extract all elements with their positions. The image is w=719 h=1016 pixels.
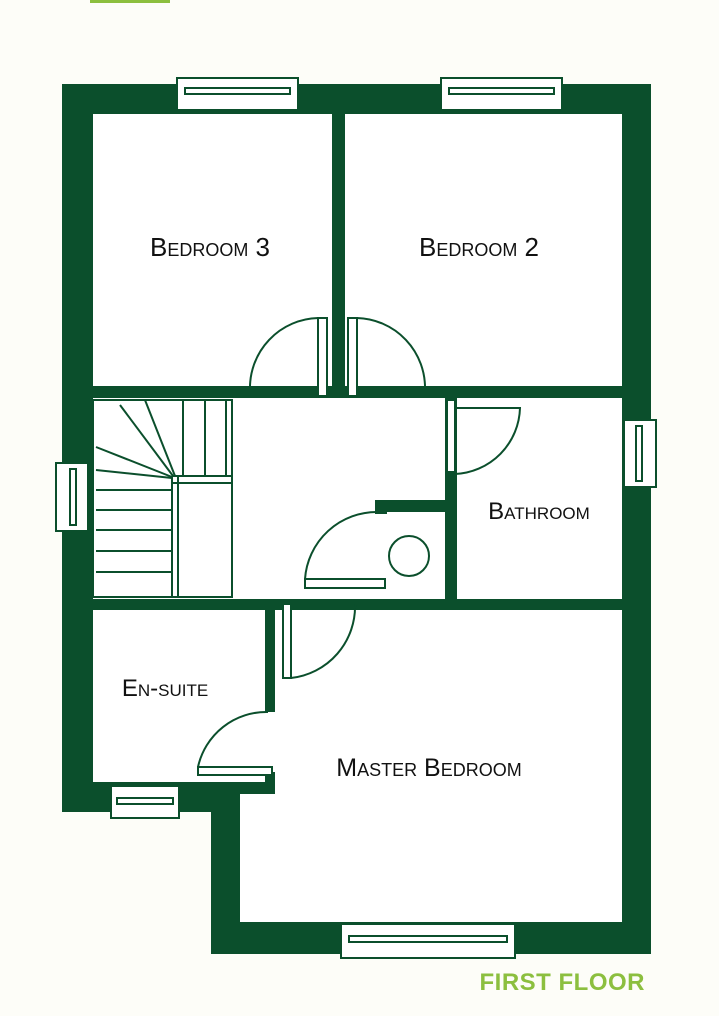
wall-ensuite-east (265, 610, 275, 712)
window-en-suite (110, 785, 180, 819)
window-stair (55, 462, 89, 532)
window-bedroom-3 (176, 77, 299, 111)
wall-bathroom-west (445, 472, 457, 610)
room-en-suite (93, 610, 265, 782)
label-master-bedroom: Master Bedroom (336, 754, 521, 782)
cylinder-tank (388, 535, 430, 577)
staircase (92, 399, 233, 598)
label-bedroom-2: Bedroom 2 (419, 232, 539, 262)
label-bathroom: Bathroom (488, 498, 590, 525)
room-landing (93, 398, 445, 599)
room-bathroom (457, 398, 622, 599)
wall-bed3-south (93, 386, 248, 398)
door-bedroom-2 (347, 317, 427, 397)
label-en-suite: En-suite (122, 675, 208, 702)
label-bedroom-3: Bedroom 3 (150, 232, 270, 262)
door-bedroom-3 (248, 317, 328, 397)
window-bedroom-2 (440, 77, 563, 111)
wall-cupboard-north (375, 500, 457, 512)
wall-ensuite-east-lower (265, 772, 275, 794)
window-bathroom (623, 419, 657, 488)
wall-cupboard-stub (375, 500, 387, 514)
master-bedroom-recess (262, 790, 302, 810)
window-master-bedroom (340, 923, 516, 959)
room-bedroom-2 (345, 114, 622, 386)
floor-title: FIRST FLOOR (479, 969, 645, 996)
wall-bed2-south (425, 386, 622, 398)
wall-bed3-bed2 (332, 114, 345, 398)
room-bedroom-3 (93, 114, 332, 386)
top-accent-bar (90, 0, 170, 3)
door-bathroom (446, 399, 522, 475)
wall-landing-south-west (93, 599, 281, 610)
room-master-bedroom (240, 610, 622, 922)
wall-landing-south-east (355, 599, 622, 610)
door-cupboard (304, 510, 386, 589)
door-en-suite (197, 710, 273, 776)
door-master-bedroom (282, 603, 357, 679)
